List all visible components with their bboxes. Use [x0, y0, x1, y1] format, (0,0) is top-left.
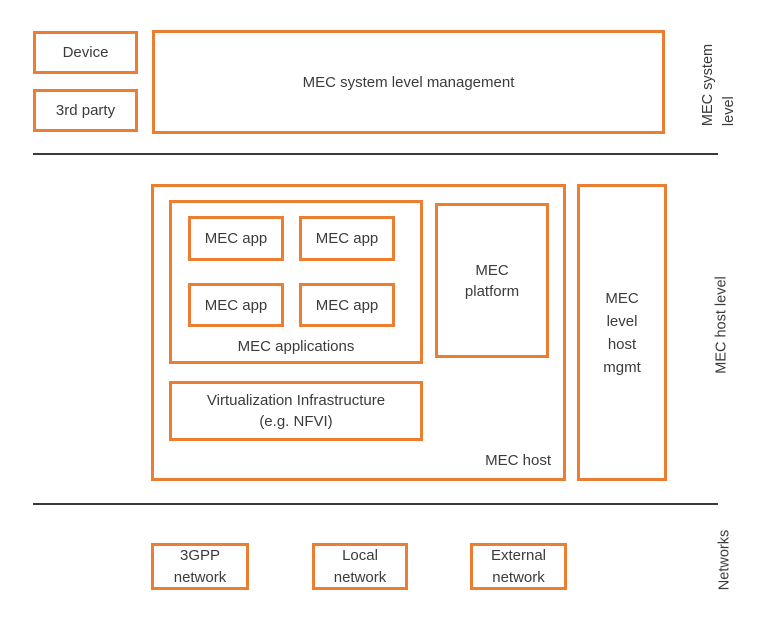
mec-app-box: MEC app [188, 283, 284, 327]
mec-app-box: MEC app [299, 216, 395, 261]
separator-host-networks [33, 503, 718, 505]
networks-side-label: Networks [716, 529, 733, 591]
network-box-local: Local network [312, 543, 408, 590]
third-party-label: 3rd party [55, 102, 116, 119]
mec-app-box: MEC app [188, 216, 284, 261]
mec-host-caption: MEC host [485, 452, 551, 469]
network-box-external: External network [470, 543, 567, 590]
separator-system-host [33, 153, 718, 155]
host-level-side-label: MEC host level [713, 276, 730, 374]
system-management-box: MEC system level management [152, 30, 665, 134]
virtualization-infrastructure-box: Virtualization Infrastructure (e.g. NFVI… [169, 381, 423, 441]
network-box-3gpp: 3GPP network [151, 543, 249, 590]
host-mgmt-box: MEC level host mgmt [577, 184, 667, 481]
device-box: Device [33, 31, 138, 74]
mec-app-box: MEC app [299, 283, 395, 327]
mec-applications-caption: MEC applications [237, 338, 355, 355]
device-label: Device [62, 44, 109, 61]
mec-applications-box: MEC app MEC app MEC app MEC app MEC appl… [169, 200, 423, 364]
system-management-label: MEC system level management [302, 73, 515, 91]
third-party-box: 3rd party [33, 89, 138, 132]
mec-platform-box: MEC platform [435, 203, 549, 358]
system-level-side-label: MEC system level [700, 43, 737, 127]
